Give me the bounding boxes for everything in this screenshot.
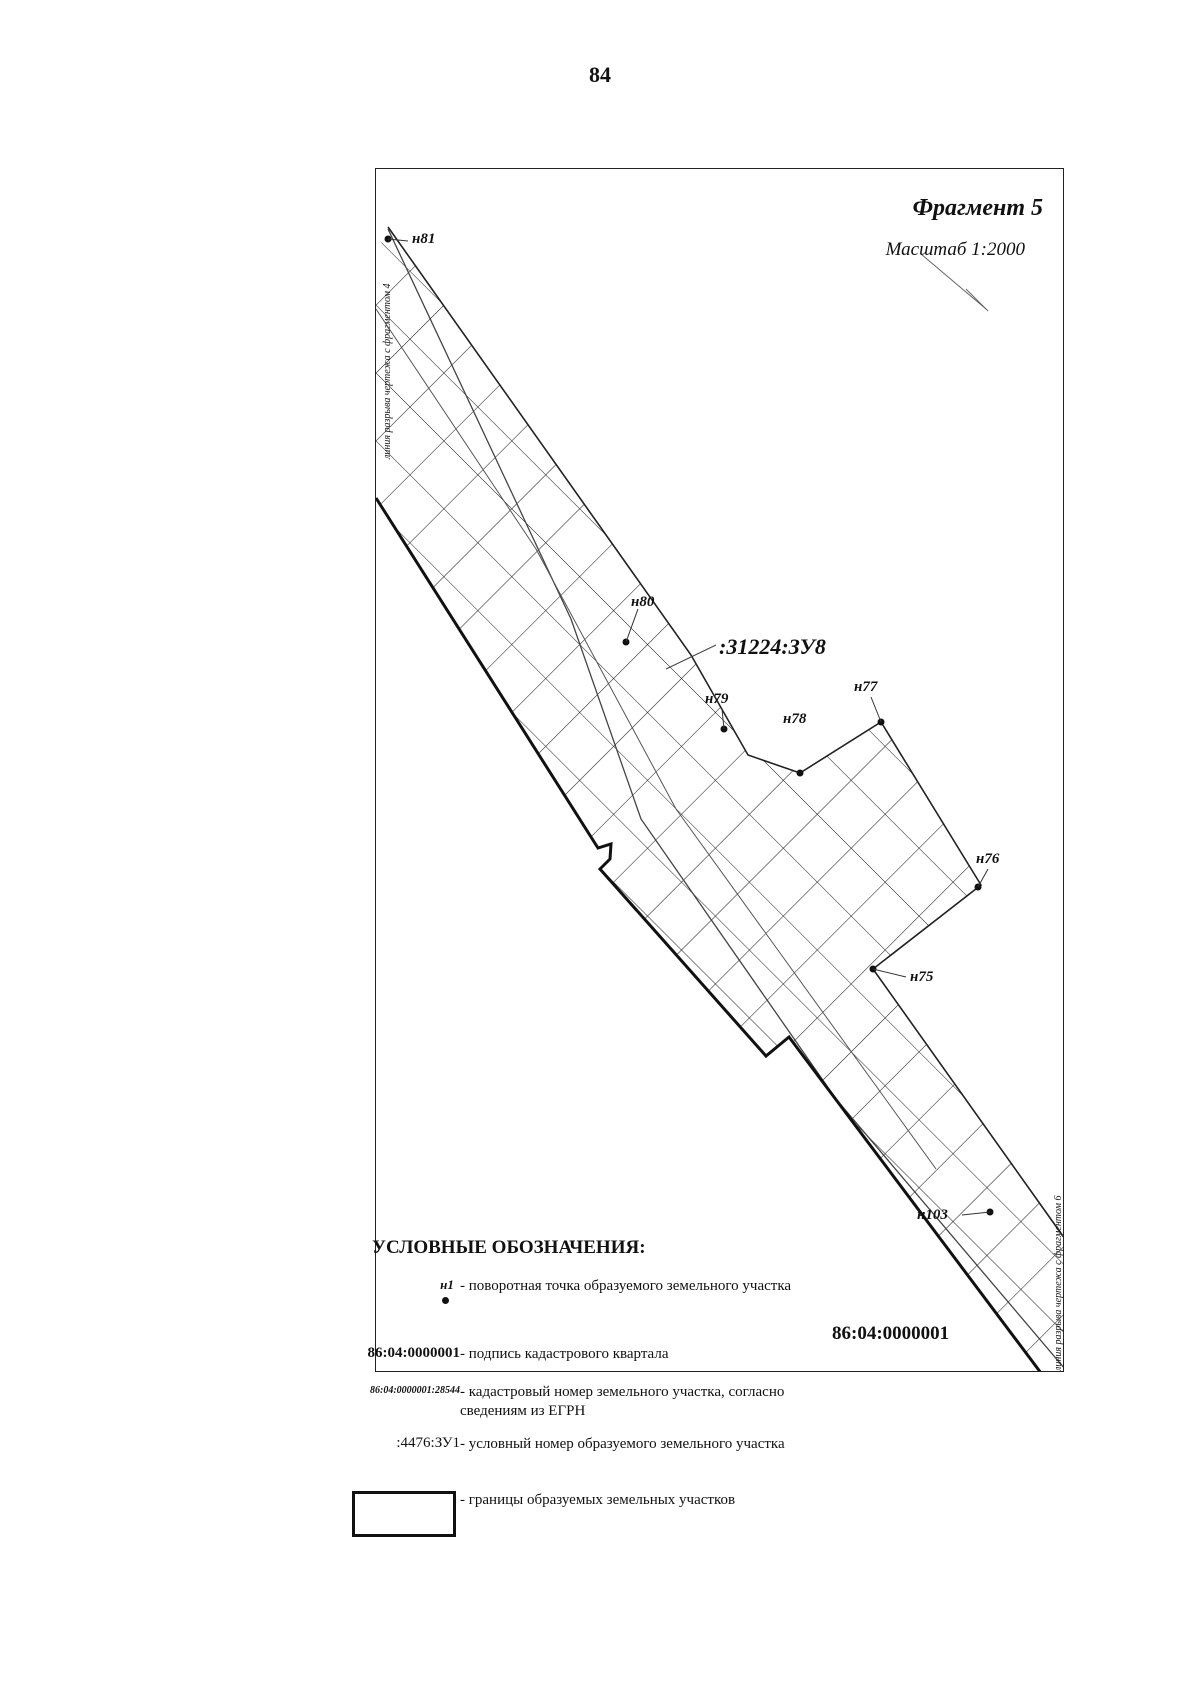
break-line-note-left: линия разрыва чертежа с фрагментом 4	[382, 283, 393, 459]
parcel-boundary-lower	[376, 497, 1042, 1371]
break-line-note-right: линия разрыва чертежа с фрагментом 6	[1053, 1195, 1064, 1371]
point-label-n103: н103	[917, 1207, 948, 1223]
map-fragment: Фрагмент 5 Масштаб 1:2000 линия разрыва …	[375, 168, 1064, 1372]
point-label-n76: н76	[976, 851, 1000, 867]
point-label-n79: н79	[705, 691, 729, 707]
legend-desc: - условный номер образуемого земельного …	[460, 1436, 785, 1452]
legend-title: УСЛОВНЫЕ ОБОЗНАЧЕНИЯ:	[372, 1237, 646, 1258]
legend-desc: - подпись кадастрового квартала	[460, 1346, 669, 1362]
page-number: 84	[589, 62, 611, 87]
boundary-box-icon	[352, 1491, 456, 1537]
legend-desc: - границы образуемых земельных участков	[460, 1492, 736, 1508]
turning-points	[384, 235, 994, 1216]
legend-symbol-point-label: н1	[440, 1277, 454, 1292]
fragment-title: Фрагмент 5	[912, 195, 1043, 221]
legend-desc: - поворотная точка образуемого земельног…	[460, 1278, 792, 1294]
legend-symbol-cadastral: 86:04:0000001:28544	[370, 1385, 460, 1396]
point-label-n80: н80	[631, 594, 655, 610]
point-label-n81: н81	[412, 231, 436, 247]
parcel-hatch	[376, 227, 1063, 1371]
point-label-n75: н75	[910, 969, 934, 985]
point-marker	[796, 769, 804, 777]
point-label-n78: н78	[783, 711, 807, 727]
cadastral-quarter-label: 86:04:0000001	[832, 1323, 950, 1344]
legend-desc: - кадастровый номер земельного участка, …	[460, 1384, 785, 1419]
parcel-boundary	[387, 226, 1063, 1238]
scale-label: Масштаб 1:2000	[885, 239, 1025, 260]
map-drawing	[376, 226, 1063, 1371]
legend-symbol-quarter: 86:04:0000001	[367, 1345, 461, 1361]
point-label-n77: н77	[854, 679, 878, 695]
legend-symbol-conditional: :4476:ЗУ1	[396, 1435, 460, 1451]
parcel-label: :31224:ЗУ8	[719, 634, 826, 659]
point-dot-icon	[442, 1297, 449, 1304]
